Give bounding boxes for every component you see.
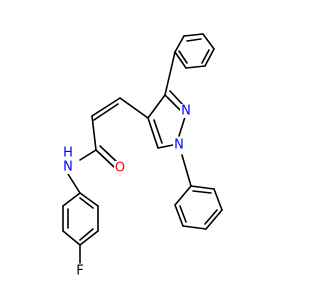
bond <box>192 190 212 194</box>
bond-layer <box>62 33 223 264</box>
bond <box>204 209 218 225</box>
bond <box>95 149 115 168</box>
bond <box>190 185 215 190</box>
bond <box>62 230 81 246</box>
bond <box>204 48 215 67</box>
bond <box>201 49 210 64</box>
atom-n-label: N <box>63 160 73 175</box>
bond <box>79 228 94 241</box>
bond <box>147 94 166 119</box>
bond <box>99 145 118 163</box>
bond <box>178 116 186 137</box>
bond <box>202 33 215 50</box>
atom-fluorine: F <box>74 264 86 279</box>
bond <box>213 188 223 211</box>
bond <box>79 192 99 207</box>
bond <box>186 38 202 42</box>
bond <box>205 209 223 230</box>
bond <box>67 173 81 194</box>
bond <box>91 115 97 151</box>
bond <box>174 51 187 69</box>
bond <box>79 230 99 246</box>
atom-label-layer: N H O N N F <box>62 104 192 279</box>
atom-nitrogen-1-pyrazole: N <box>173 138 185 153</box>
molecule-structure-diagram: N H O N N F <box>62 33 223 279</box>
bond <box>164 94 181 111</box>
bond <box>179 205 187 223</box>
bond <box>147 117 159 149</box>
bond <box>93 103 119 121</box>
bond <box>153 119 163 144</box>
bond <box>79 197 94 209</box>
bond <box>62 192 81 207</box>
bond <box>79 149 97 161</box>
bond <box>119 97 149 119</box>
atom-f-label: F <box>76 264 83 279</box>
atom-nitrogen-2-pyrazole: N <box>180 104 192 119</box>
atom-hydrogen-amide: H <box>62 146 74 161</box>
bond <box>164 51 176 96</box>
atom-n-label: N <box>181 104 191 119</box>
atom-oxygen-carbonyl: O <box>114 161 126 176</box>
bond <box>174 185 192 206</box>
bond <box>169 90 185 107</box>
bond <box>178 50 188 64</box>
bond <box>91 97 121 117</box>
atom-n-label: N <box>174 138 184 153</box>
bond <box>183 33 204 37</box>
bond <box>157 144 174 149</box>
bond <box>185 65 206 69</box>
bond <box>182 225 207 230</box>
bond <box>181 154 192 187</box>
atom-nitrogen-amide: N <box>62 160 74 175</box>
atom-o-label: O <box>115 161 125 176</box>
bond <box>174 204 184 227</box>
atom-h-label: H <box>63 146 73 161</box>
bond <box>174 35 185 53</box>
